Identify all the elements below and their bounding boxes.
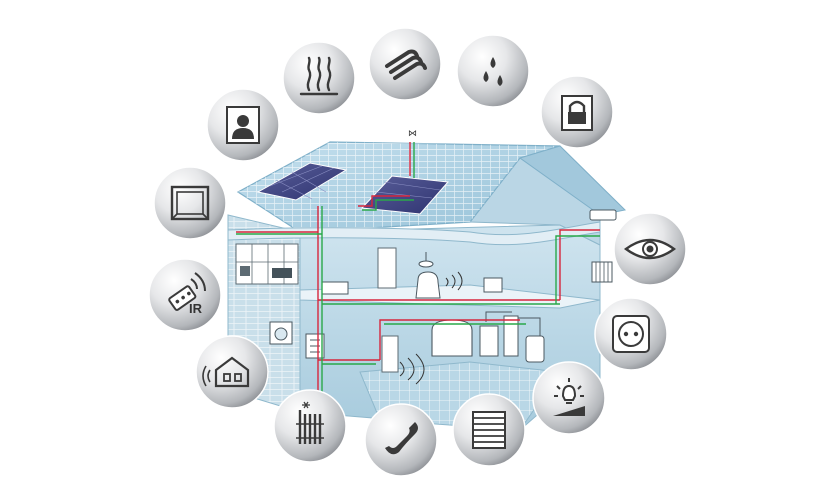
badge-home[interactable] xyxy=(195,335,269,409)
blinds-icon xyxy=(472,411,506,449)
home-presence-icon xyxy=(202,356,250,388)
lamp-dimmer-icon xyxy=(553,378,585,416)
phone-icon xyxy=(385,422,418,455)
house-roof-edge xyxy=(518,145,627,216)
badge-heating[interactable] xyxy=(282,41,356,115)
rack-upper-right xyxy=(591,261,613,283)
badge-eye[interactable] xyxy=(613,212,687,286)
pipes-icon xyxy=(385,49,427,80)
heating-icon xyxy=(299,56,339,96)
badge-radiator[interactable] xyxy=(273,389,347,463)
wiring-green xyxy=(236,142,600,410)
badge-pipes[interactable] xyxy=(368,27,442,101)
door-ground xyxy=(381,335,399,373)
badge-socket[interactable] xyxy=(594,297,668,371)
badge-lamp[interactable] xyxy=(532,361,606,435)
wiring-red xyxy=(236,142,600,410)
badge-phone[interactable] xyxy=(364,403,438,477)
kitchen xyxy=(235,243,299,285)
floor-slab xyxy=(299,284,601,309)
antenna-icon: ⋈ xyxy=(408,128,417,138)
padlock-icon xyxy=(561,95,593,131)
water-drops-icon xyxy=(483,57,503,86)
ir-label: IR xyxy=(189,301,203,316)
ac-unit xyxy=(589,209,617,221)
window-frame-icon xyxy=(170,185,210,221)
power-socket-icon xyxy=(612,315,650,353)
badge-person[interactable] xyxy=(206,88,280,162)
desk-device xyxy=(321,281,349,295)
upper-ceiling xyxy=(227,221,601,246)
badge-window[interactable] xyxy=(153,166,227,240)
radiator-icon xyxy=(296,401,324,444)
ir-remote-icon: IR xyxy=(168,272,206,316)
living-room xyxy=(415,252,503,299)
badge-ir-remote[interactable]: IR xyxy=(148,258,222,332)
house-illustration: ⋈ xyxy=(227,128,627,431)
badge-lock[interactable] xyxy=(540,75,614,149)
person-in-frame-icon xyxy=(226,106,260,144)
eye-icon xyxy=(623,238,677,260)
badge-water[interactable] xyxy=(456,34,530,108)
door-upper xyxy=(377,247,397,289)
badge-blinds[interactable] xyxy=(452,393,526,467)
